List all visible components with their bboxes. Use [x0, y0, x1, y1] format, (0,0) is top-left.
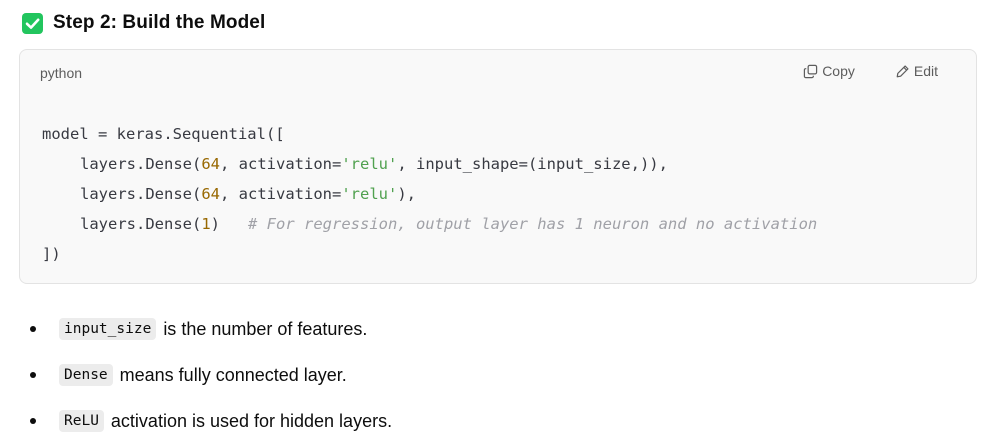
list-item: Dense means fully connected layer. — [30, 358, 347, 392]
code-token: model = keras.Sequential([ — [42, 125, 285, 143]
code-content: model = keras.Sequential([layers.Dense(6… — [42, 119, 817, 269]
section-heading: Step 2: Build the Model — [22, 10, 265, 36]
code-line: ]) — [42, 239, 817, 269]
list-item-text: activation is used for hidden layers. — [110, 410, 393, 431]
inline-code: input_size — [59, 318, 157, 340]
code-token: 'relu' — [341, 185, 398, 203]
check-box-icon — [22, 12, 43, 34]
code-language-label: python — [40, 65, 83, 81]
code-token: # For regression, output layer has 1 neu… — [248, 215, 818, 233]
inline-code: Dense — [59, 364, 113, 386]
inline-code: ReLU — [59, 410, 104, 432]
code-line: model = keras.Sequential([ — [42, 119, 817, 149]
code-token: , activation= — [220, 155, 342, 173]
code-token: ), — [397, 185, 416, 203]
code-token: layers.Dense( — [80, 185, 202, 203]
edit-label: Edit — [913, 63, 938, 79]
code-token: , activation= — [220, 185, 342, 203]
bullet-dot-icon — [30, 418, 36, 424]
code-token: ]) — [42, 245, 61, 263]
heading-text: Step 2: Build the Model — [53, 12, 266, 33]
list-item: input_size is the number of features. — [30, 312, 367, 346]
code-block-card: python Copy Edit model = keras.Sequentia… — [19, 49, 977, 284]
code-token: 64 — [201, 155, 220, 173]
list-item-text: is the number of features. — [163, 318, 368, 339]
code-token: , input_shape=(input_size,)), — [397, 155, 668, 173]
code-line: layers.Dense(1) # For regression, output… — [42, 209, 817, 239]
bullet-dot-icon — [30, 326, 36, 332]
copy-button[interactable]: Copy — [803, 63, 855, 79]
copy-icon — [803, 64, 818, 78]
code-line: layers.Dense(64, activation='relu'), — [42, 179, 817, 209]
copy-label: Copy — [822, 63, 855, 79]
code-token: layers.Dense( — [80, 155, 202, 173]
bullet-dot-icon — [30, 372, 36, 378]
code-token: 'relu' — [341, 155, 398, 173]
pencil-icon — [896, 64, 909, 77]
code-token: 64 — [201, 185, 220, 203]
list-item: ReLU activation is used for hidden layers… — [30, 404, 392, 438]
code-token: ) — [210, 215, 248, 233]
code-token: 1 — [201, 215, 211, 233]
edit-button[interactable]: Edit — [895, 63, 938, 79]
list-item-text: means fully connected layer. — [119, 364, 347, 385]
code-actions: Copy Edit — [803, 63, 938, 79]
code-token: layers.Dense( — [80, 215, 202, 233]
code-line: layers.Dense(64, activation='relu', inpu… — [42, 149, 817, 179]
